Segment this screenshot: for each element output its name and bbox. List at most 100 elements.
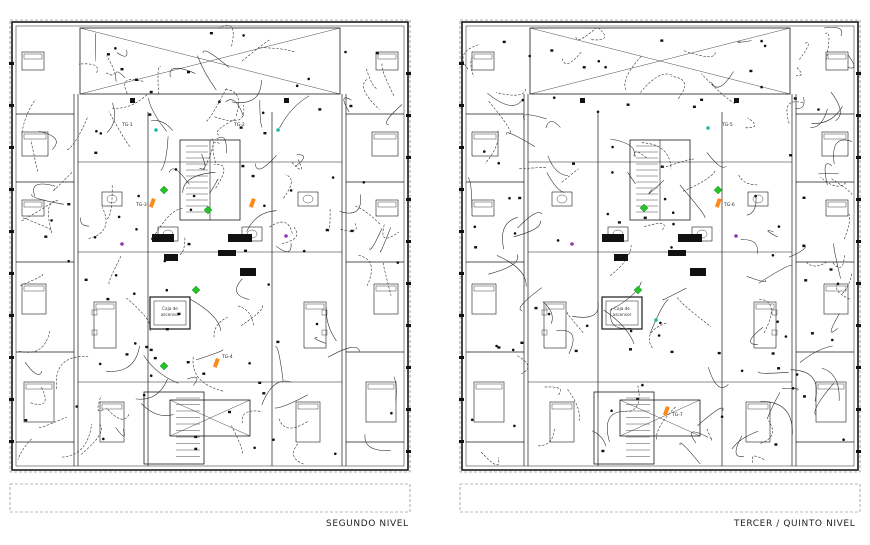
chair <box>541 309 548 316</box>
switch-symbol <box>574 349 578 353</box>
switch-symbol <box>187 242 191 246</box>
wiring-circuit <box>151 208 183 241</box>
wiring-circuit <box>276 243 292 252</box>
switch-symbol <box>194 447 198 451</box>
switch-symbol <box>474 246 478 249</box>
accent-marker <box>154 128 158 132</box>
switch-symbol <box>148 113 152 116</box>
wiring-circuit <box>825 32 830 61</box>
wiring-circuit <box>160 136 169 171</box>
wiring-circuit <box>831 178 853 195</box>
light-point <box>795 373 799 376</box>
wiring-circuit <box>821 367 840 401</box>
wiring-circuit <box>820 176 847 187</box>
furniture-detail <box>473 201 493 208</box>
wiring-circuit <box>293 443 304 465</box>
light-point <box>610 409 613 413</box>
furniture-detail <box>755 303 775 310</box>
light-point <box>242 34 245 37</box>
wiring-circuit <box>538 428 555 447</box>
wiring-circuit <box>502 217 518 250</box>
light-point <box>604 65 607 69</box>
wiring-circuit <box>544 386 561 397</box>
furniture <box>821 131 849 157</box>
light-point <box>95 129 98 133</box>
wiring-circuit <box>691 431 709 444</box>
wiring-circuit <box>750 327 764 345</box>
light-point <box>596 110 600 114</box>
light-point <box>189 208 193 212</box>
light-point <box>831 338 834 342</box>
wiring-circuit <box>644 223 665 232</box>
furniture-detail <box>23 133 47 140</box>
wiring-circuit <box>517 355 529 374</box>
furniture <box>543 301 567 349</box>
wall-fixture <box>9 272 14 275</box>
furniture <box>375 51 399 71</box>
wiring-circuit <box>467 177 473 208</box>
wiring-circuit <box>513 220 541 238</box>
light-point <box>218 100 221 103</box>
outlet-marker <box>203 205 213 215</box>
wiring-circuit <box>751 455 765 465</box>
wiring-circuit <box>214 105 245 122</box>
light-point <box>114 274 118 277</box>
light-point <box>165 288 169 292</box>
wiring-circuit <box>343 97 352 113</box>
toilet <box>302 194 314 204</box>
wiring-circuit <box>790 369 817 402</box>
light-point <box>134 342 137 345</box>
wiring-circuit <box>545 121 561 129</box>
lower-shaft <box>169 399 251 437</box>
furniture <box>471 199 495 217</box>
switch-symbol <box>375 51 379 55</box>
wiring-circuit <box>547 155 568 176</box>
switch-symbol <box>165 328 169 331</box>
wiring-circuit <box>199 153 206 170</box>
wall-fixture <box>459 314 464 317</box>
wiring-circuit <box>648 179 665 194</box>
chair <box>321 309 328 316</box>
panel-label: TG-7 <box>671 412 683 418</box>
panel-label: TG-2 <box>233 122 245 128</box>
wiring-circuit <box>681 170 716 193</box>
furniture <box>21 131 49 157</box>
wall-fixture <box>459 230 464 233</box>
furniture <box>93 301 117 349</box>
wiring-circuit <box>708 367 729 388</box>
wiring-circuit <box>561 51 582 64</box>
lower-stair <box>143 391 205 465</box>
wiring-circuit <box>364 434 391 451</box>
wiring-circuit <box>18 274 43 287</box>
wiring-circuit <box>33 183 56 197</box>
wiring-circuit <box>738 174 759 186</box>
switch-symbol <box>771 352 775 355</box>
wiring-circuit <box>746 194 757 216</box>
boundary-dashed <box>9 19 411 473</box>
lower-shaft <box>619 399 701 437</box>
switch-symbol <box>94 151 98 154</box>
switch-symbol <box>670 350 674 354</box>
accent-marker <box>706 126 710 130</box>
wiring-circuit <box>105 407 130 420</box>
boundary-dashed <box>459 19 861 473</box>
switch-symbol <box>84 278 88 281</box>
wiring-circuit <box>641 142 672 170</box>
chair <box>91 329 98 336</box>
wiring-circuit <box>603 309 635 345</box>
wiring-circuit <box>197 55 217 91</box>
light-point <box>483 150 486 153</box>
light-point <box>836 282 840 286</box>
wiring-circuit <box>48 200 59 234</box>
switch-symbol <box>263 132 267 135</box>
furniture-detail <box>23 285 45 292</box>
wiring-circuit <box>231 425 243 454</box>
wiring-circuit <box>268 221 293 234</box>
lower-shaft-cross <box>619 399 701 437</box>
wiring-circuit <box>106 345 140 372</box>
wiring-circuit <box>830 313 840 333</box>
wiring-circuit <box>148 97 168 132</box>
furniture <box>373 283 399 315</box>
light-point <box>657 334 661 337</box>
